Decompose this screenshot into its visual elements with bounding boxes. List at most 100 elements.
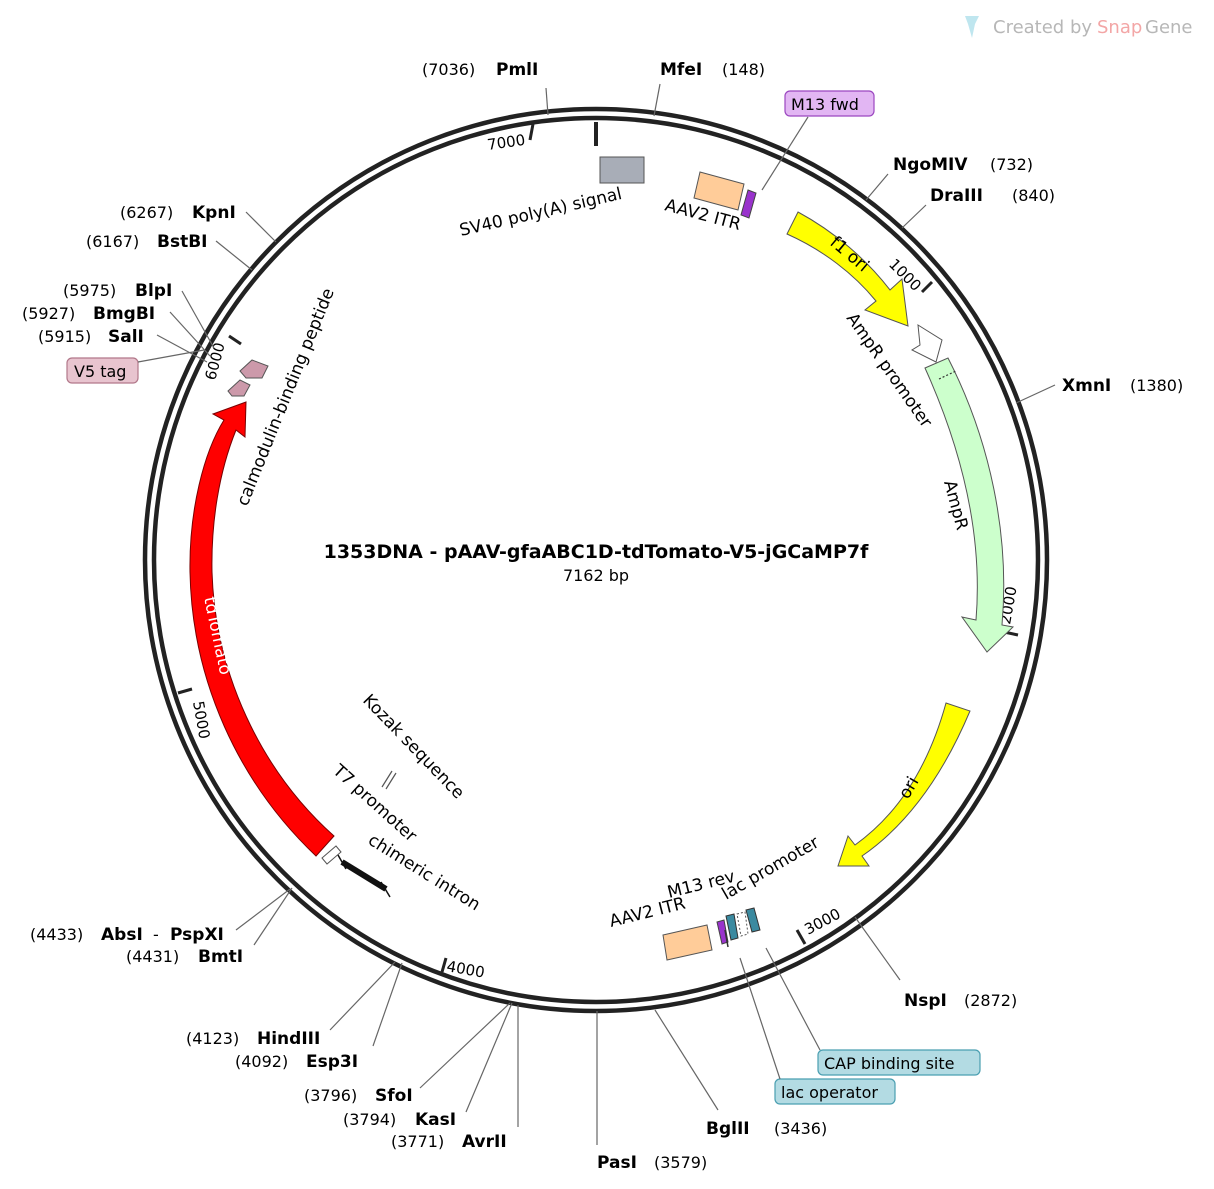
t7-promoter-shape[interactable] [321,845,342,865]
tick-7000 [528,123,535,141]
tick-label-5000: 5000 [189,700,213,741]
site-name: NspI [904,991,947,1011]
site-pos: (5975) [63,281,116,300]
site-pos: (732) [990,155,1033,174]
site-name: AbsI [101,925,143,945]
site-bglii[interactable]: BglII (3436) [706,1119,827,1139]
site-name: KasI [415,1110,456,1130]
brand-gene-text: Gene [1145,17,1193,38]
kozak-mark-a[interactable] [381,770,393,788]
box-label: lac operator [781,1083,878,1102]
chimeric-intron-cap-end [380,881,391,898]
ori-arrow[interactable] [837,702,971,867]
f1-ori-arrow[interactable] [786,211,909,327]
site-pos: (6267) [120,203,173,222]
site-pos: (4433) [30,925,83,944]
site-name: SfoI [375,1086,413,1106]
site-nspi[interactable]: NspI (2872) [904,991,1017,1011]
plasmid-title: 1353DNA - pAAV-gfaABC1D-tdTomato-V5-jGCa… [324,541,870,563]
itr-bottom-label: AAV2 ITR [607,894,687,932]
chimeric-intron-label: chimeric intron [364,830,483,915]
site-name: BmtI [198,947,243,967]
site-pos: (148) [722,60,765,79]
site-pos: (4092) [235,1052,288,1071]
site-name: BlpI [135,281,172,301]
chimeric-intron-shape[interactable] [340,859,388,892]
site-bstbi[interactable]: (6167) BstBI [86,232,208,252]
site-pmli[interactable]: (7036) PmlI [422,60,538,80]
boxed-feature-cap[interactable]: CAP binding site [817,1049,981,1076]
ampr-promoter-arrow[interactable] [910,324,943,363]
lac-promoter-shape[interactable] [725,913,739,941]
site-pos: (3796) [304,1086,357,1105]
m13-rev-shape[interactable] [716,919,729,945]
tick-marks: 7000 1000 2000 3000 4000 5000 6000 [177,123,1021,982]
site-name: BstBI [157,232,208,252]
site-xmni[interactable]: XmnI (1380) [1062,376,1183,396]
site-name: NgoMIV [893,155,968,175]
v5tag-leader [137,349,205,363]
cap-binding-shape[interactable] [745,907,761,933]
cbp-label: calmodulin-binding peptide [233,286,339,509]
site-name: DraIII [930,186,983,206]
cbp-arrow-a[interactable] [227,379,251,397]
site-bmgbi[interactable]: (5927) BmgBI [22,304,155,324]
site-draiii[interactable]: DraIII (840) [930,186,1055,206]
tick-6000 [228,334,242,346]
box-label: CAP binding site [824,1054,954,1073]
tick-3000 [795,929,807,945]
boxed-feature-v5tag[interactable]: V5 tag [66,357,139,384]
sv40-polya-shape[interactable] [599,156,645,184]
site-mfei[interactable]: MfeI (148) [660,60,765,80]
site-absi-pspxi[interactable]: (4433) AbsI - PspXI [30,925,224,945]
aav2-itr-top-shape[interactable] [693,171,745,211]
m13fwd-leader [761,116,809,191]
site-pos: (1380) [1130,376,1183,395]
ampr-divider [938,370,957,380]
v5-tag-arrow[interactable] [239,359,269,379]
site-avrii[interactable]: (3771) AvrII [391,1132,507,1152]
site-pasi[interactable]: PasI (3579) [597,1153,707,1173]
site-name-extra: PspXI [170,925,224,945]
tick-1000 [920,280,934,294]
ampr-arrow[interactable] [924,357,1015,653]
kozak-label: Kozak sequence [358,691,468,804]
site-pos: (4123) [186,1029,239,1048]
feature-shapes [189,156,1015,961]
site-pos: (3436) [774,1119,827,1138]
site-bmti[interactable]: (4431) BmtI [126,947,243,967]
tick-label-3000: 3000 [801,905,843,939]
site-name: BmgBI [93,304,155,324]
site-name: SalI [108,327,144,347]
lac-promoter-label: lac promoter [719,833,823,905]
tick-label-7000: 7000 [486,131,526,154]
tick-4000 [440,957,448,973]
aav2-itr-bottom-shape[interactable] [662,924,713,961]
tick-5000 [177,687,193,695]
site-pos: (3771) [391,1132,444,1151]
cap-leader [765,947,821,1051]
site-esp3i[interactable]: (4092) Esp3I [235,1052,358,1072]
site-kasi[interactable]: (3794) KasI [343,1110,456,1130]
site-sfoi[interactable]: (3796) SfoI [304,1086,413,1106]
site-blpi[interactable]: (5975) BlpI [63,281,172,301]
chimeric-intron-cap-start [337,854,347,870]
tdtomato-arrow[interactable] [189,401,335,857]
box-label: M13 fwd [791,95,859,114]
snapgene-brand: Created by Snap Gene [965,16,1193,38]
lac-operator-shape[interactable] [736,911,749,937]
boxed-feature-lac-operator[interactable]: lac operator [774,1078,896,1105]
site-leaders [156,83,1056,1145]
site-hindiii[interactable]: (4123) HindIII [186,1029,320,1049]
site-pos: (840) [1012,186,1055,205]
site-sali[interactable]: (5915) SalI [38,327,144,347]
m13-fwd-shape[interactable] [740,189,757,219]
box-label: V5 tag [74,362,126,381]
site-name: PmlI [496,60,538,80]
boxed-feature-m13fwd[interactable]: M13 fwd [784,90,875,117]
site-ngomiv[interactable]: NgoMIV (732) [893,155,1033,175]
brand-snap-text: Snap [1097,17,1142,38]
site-kpni[interactable]: (6267) KpnI [120,203,236,223]
snapgene-logo-icon [965,16,979,38]
